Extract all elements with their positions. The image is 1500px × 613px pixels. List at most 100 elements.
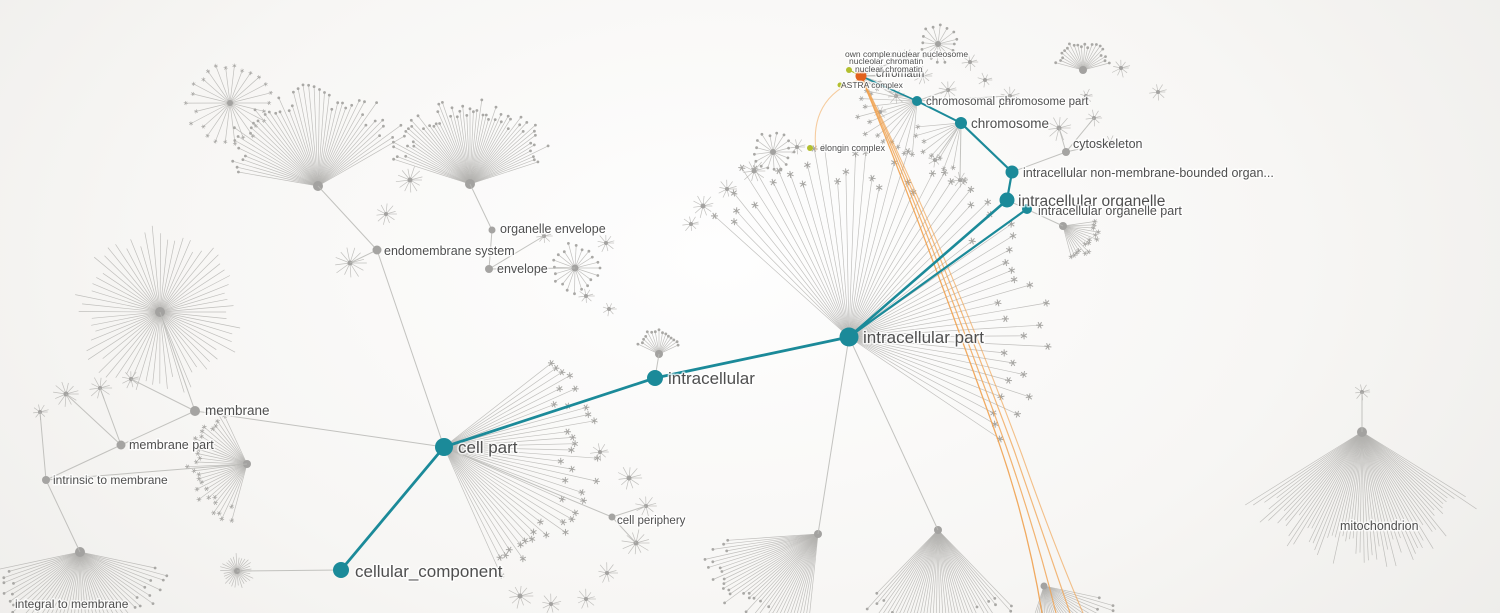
node-label[interactable]: chromatin (875, 67, 926, 82)
graph-node-organelle-envelope[interactable] (488, 226, 496, 234)
graph-node-cell-periphery[interactable] (608, 513, 616, 521)
collapsed-subtree-cluster[interactable] (182, 62, 274, 147)
graph-node-nucleosome-highlight[interactable] (855, 70, 867, 82)
collapsed-subtree-cluster[interactable] (597, 234, 615, 253)
node-label[interactable]: cell periphery (616, 514, 688, 529)
node-label[interactable]: own complex (844, 48, 897, 61)
collapsed-subtree-cluster[interactable] (636, 328, 680, 358)
graph-node-envelope[interactable] (485, 265, 493, 273)
node-label[interactable]: cell part (457, 437, 520, 459)
collapsed-subtree-cluster[interactable] (122, 371, 139, 389)
collapsed-subtree-cluster[interactable] (1111, 59, 1131, 78)
collapsed-subtree-cluster[interactable] (1079, 88, 1093, 104)
node-label[interactable]: intracellular organelle part (1037, 203, 1184, 220)
graph-node-intracellular-organelle-part[interactable] (1022, 204, 1032, 214)
collapsed-subtree-cluster[interactable] (865, 526, 1013, 613)
graph-node-intracellular-organelle[interactable] (999, 192, 1015, 208)
graph-node-cytoskeleton[interactable] (1062, 148, 1070, 156)
graph-node-intracellular[interactable] (647, 370, 663, 386)
graph-node-non-membrane-bounded-organelle[interactable] (1005, 165, 1019, 179)
collapsed-subtree-cluster[interactable] (1054, 42, 1111, 75)
collapsed-subtree-cluster[interactable] (578, 288, 595, 303)
collapsed-subtree-cluster[interactable] (602, 302, 617, 317)
node-label[interactable]: elongin complex (819, 142, 888, 155)
collapsed-subtree-cluster[interactable] (1025, 582, 1115, 613)
collapsed-subtree-cluster[interactable] (718, 179, 737, 198)
node-label[interactable]: nucleolar chromatin (848, 55, 925, 68)
node-label[interactable]: chromosomal part (925, 95, 1021, 110)
collapsed-subtree-cluster[interactable] (952, 171, 968, 188)
collapsed-subtree-cluster[interactable] (598, 562, 618, 583)
collapsed-subtree-cluster[interactable] (1048, 117, 1072, 141)
collapsed-subtree-cluster[interactable] (1245, 427, 1477, 567)
collapsed-subtree-cluster[interactable] (617, 467, 643, 490)
graph-node-endomembrane-system[interactable] (372, 245, 382, 255)
graph-node-lime-complex[interactable] (846, 67, 852, 73)
collapsed-subtree-cluster[interactable] (1059, 217, 1103, 260)
collapsed-subtree-cluster[interactable] (508, 585, 534, 609)
collapsed-subtree-cluster[interactable] (552, 242, 602, 296)
node-label[interactable]: organelle envelope (499, 221, 608, 238)
graph-node-membrane[interactable] (190, 406, 200, 416)
collapsed-subtree-cluster[interactable] (693, 195, 714, 218)
collapsed-subtree-cluster[interactable] (0, 547, 169, 613)
node-label[interactable]: integral to membrane (14, 596, 131, 613)
collapsed-subtree-cluster[interactable] (75, 225, 241, 393)
node-label[interactable]: chromosome (970, 115, 1051, 133)
collapsed-subtree-cluster[interactable] (392, 98, 550, 190)
collapsed-subtree-cluster[interactable] (536, 228, 553, 243)
collapsed-subtree-cluster[interactable] (938, 81, 957, 100)
node-label[interactable]: cellular_component (354, 561, 505, 583)
node-label[interactable]: mitochondrion (1339, 518, 1421, 535)
node-label[interactable]: nuclear nucleosome (891, 48, 970, 61)
graph-node-intracellular-part[interactable] (839, 327, 859, 347)
collapsed-subtree-cluster[interactable] (220, 553, 254, 589)
node-label[interactable]: endomembrane system (383, 243, 517, 260)
collapsed-subtree-cluster[interactable] (542, 593, 562, 613)
graph-node-cellular-component[interactable] (333, 562, 349, 578)
graph-node-astra-complex[interactable] (837, 82, 843, 88)
node-label[interactable]: cytoskeleton (1072, 136, 1145, 153)
collapsed-subtree-cluster[interactable] (443, 359, 602, 581)
graph-node-chromosome[interactable] (955, 117, 967, 129)
node-label[interactable]: intracellular (667, 368, 757, 390)
node-label[interactable]: envelope (496, 261, 550, 278)
collapsed-subtree-cluster[interactable] (1354, 384, 1371, 401)
node-label[interactable]: nuclear chromatin (854, 63, 925, 76)
collapsed-subtree-cluster[interactable] (977, 72, 993, 88)
collapsed-subtree-cluster[interactable] (743, 159, 767, 182)
node-label[interactable]: intracellular part (862, 327, 986, 349)
collapsed-subtree-cluster[interactable] (376, 203, 397, 225)
collapsed-subtree-cluster[interactable] (590, 443, 609, 462)
node-label[interactable]: intracellular organelle (1017, 192, 1167, 212)
collapsed-subtree-cluster[interactable] (1000, 86, 1020, 104)
collapsed-subtree-cluster[interactable] (231, 83, 406, 192)
collapsed-subtree-cluster[interactable] (1149, 84, 1167, 101)
node-label[interactable]: membrane part (128, 437, 216, 454)
leaf-node-icon (993, 298, 1003, 308)
collapsed-subtree-cluster[interactable] (682, 216, 699, 232)
collapsed-subtree-cluster[interactable] (911, 122, 962, 173)
collapsed-subtree-cluster[interactable] (395, 166, 423, 193)
collapsed-subtree-cluster[interactable] (789, 139, 806, 155)
collapsed-subtree-cluster[interactable] (703, 530, 822, 613)
graph-node-elongin-complex[interactable] (807, 145, 813, 151)
collapsed-subtree-cluster[interactable] (33, 404, 49, 421)
collapsed-subtree-cluster[interactable] (961, 54, 979, 71)
collapsed-subtree-cluster[interactable] (753, 131, 796, 171)
collapsed-subtree-cluster[interactable] (89, 377, 113, 400)
collapsed-subtree-cluster[interactable] (1103, 135, 1118, 150)
graph-node-cell-part[interactable] (435, 438, 453, 456)
node-label[interactable]: ASTRA complex (840, 79, 906, 92)
graph-node-membrane-part[interactable] (116, 440, 126, 450)
collapsed-subtree-cluster[interactable] (920, 23, 959, 64)
collapsed-subtree-cluster[interactable] (577, 588, 596, 609)
graph-node-intrinsic-to-membrane[interactable] (42, 476, 50, 484)
node-label[interactable]: intracellular non-membrane-bounded organ… (1022, 165, 1276, 182)
collapsed-subtree-cluster[interactable] (184, 410, 251, 524)
graph-node-chromosomal-part[interactable] (912, 96, 922, 106)
node-label[interactable]: intrinsic to membrane (52, 472, 170, 489)
node-label[interactable]: membrane (204, 402, 272, 420)
node-label[interactable]: chromosome part (998, 95, 1091, 110)
